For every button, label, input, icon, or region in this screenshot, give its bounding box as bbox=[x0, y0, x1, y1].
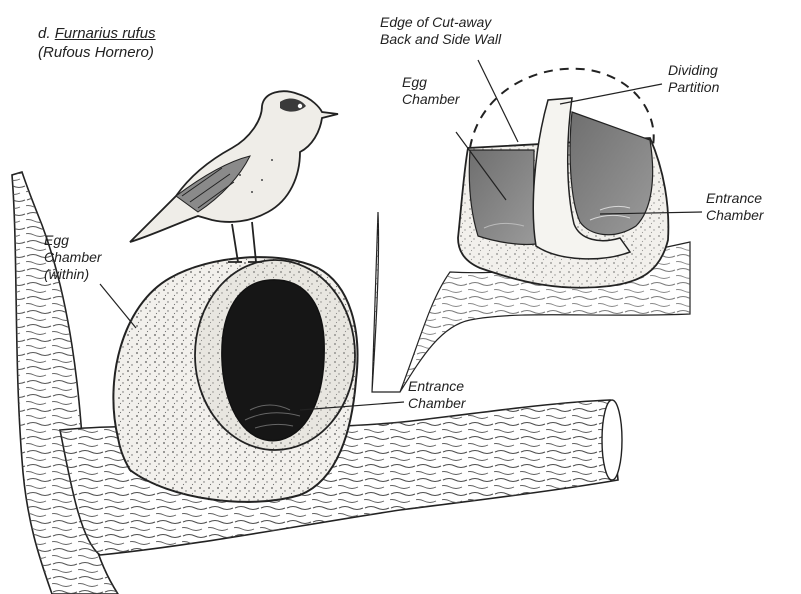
label-entrance-chamber-main: Entrance Chamber bbox=[408, 378, 466, 412]
label-egg-chamber-section: Egg Chamber bbox=[402, 74, 460, 108]
common-name: (Rufous Hornero) bbox=[38, 43, 156, 62]
leader-dividing-partition bbox=[560, 84, 662, 104]
nest-cross-section bbox=[458, 98, 668, 288]
figure-letter: d. bbox=[38, 25, 51, 42]
bird-eye bbox=[298, 104, 302, 108]
branch-cut-end bbox=[602, 400, 622, 480]
section-entrance-chamber bbox=[570, 112, 653, 235]
leader-egg-chamber-within bbox=[100, 284, 136, 328]
entrance-opening bbox=[222, 280, 324, 441]
rufous-hornero-bird bbox=[130, 91, 338, 262]
label-cutaway-edge: Edge of Cut-away Back and Side Wall bbox=[380, 14, 501, 48]
oven-nest bbox=[113, 257, 357, 502]
label-entrance-chamber-section: Entrance Chamber bbox=[706, 190, 764, 224]
label-egg-chamber-within: Egg Chamber (within) bbox=[44, 232, 102, 283]
leader-cutaway-edge bbox=[478, 60, 518, 142]
species-name: Furnarius rufus bbox=[55, 25, 156, 42]
figure-title: d. Furnarius rufus (Rufous Hornero) bbox=[38, 24, 156, 62]
label-dividing-partition: Dividing Partition bbox=[668, 62, 719, 96]
